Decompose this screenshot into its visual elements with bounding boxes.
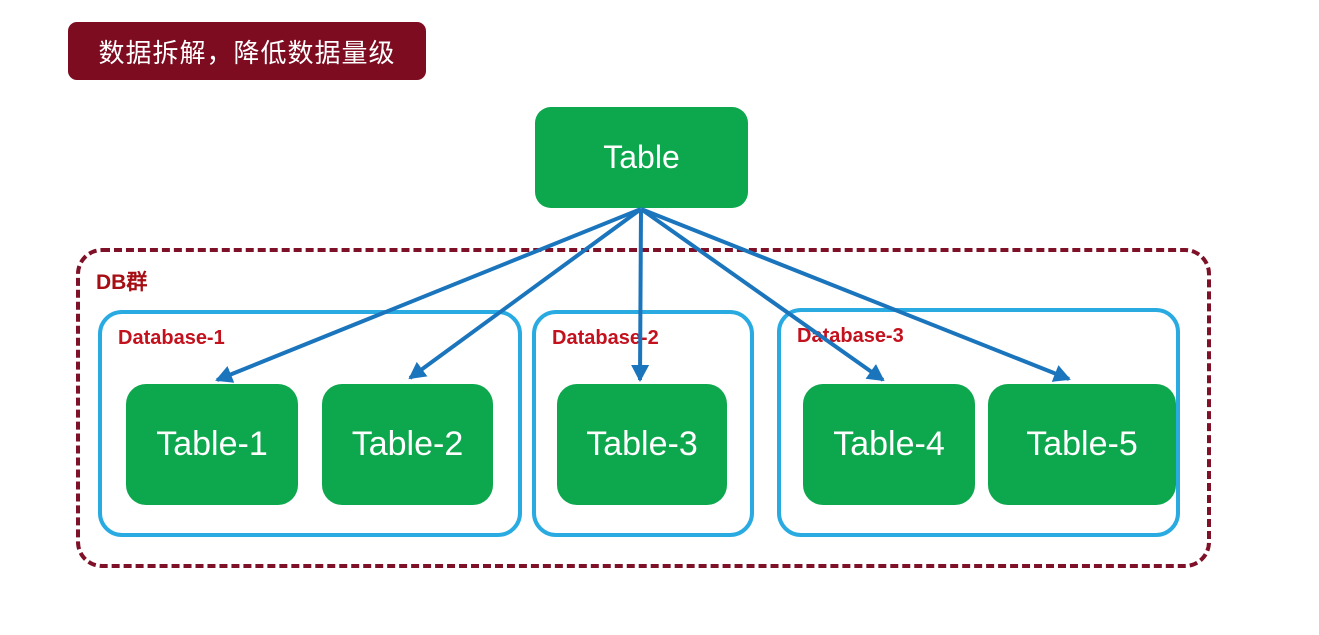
table-3-node: Table-3 <box>557 384 727 505</box>
table-2-node: Table-2 <box>322 384 493 505</box>
db-cluster-label: DB群 <box>96 271 148 294</box>
root-table-label: Table <box>603 139 680 175</box>
table-5-node: Table-5 <box>988 384 1176 505</box>
table-5-label: Table-5 <box>1026 425 1138 463</box>
table-2-label: Table-2 <box>351 425 464 463</box>
database-3-label: Database-3 <box>797 325 904 347</box>
table-4-node: Table-4 <box>803 384 975 505</box>
database-1-label: Database-1 <box>118 327 225 349</box>
root-table-node: Table <box>535 107 748 208</box>
table-3-label: Table-3 <box>586 425 698 463</box>
title-banner-text: 数据拆解，降低数据量级 <box>98 38 396 68</box>
database-2-label: Database-2 <box>552 327 659 349</box>
table-1-label: Table-1 <box>156 425 268 463</box>
table-4-label: Table-4 <box>833 425 945 463</box>
table-1-node: Table-1 <box>126 384 298 505</box>
title-banner: 数据拆解，降低数据量级 <box>68 22 426 80</box>
